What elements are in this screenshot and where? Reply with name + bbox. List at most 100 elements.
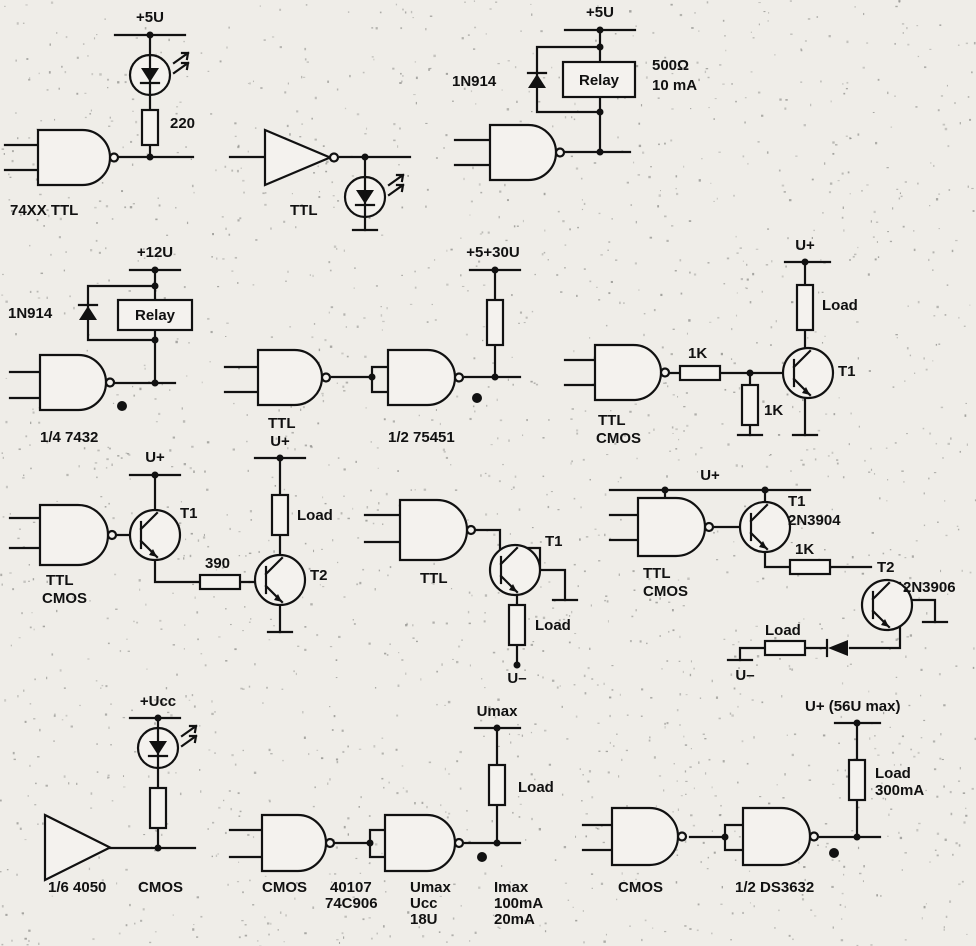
noise-speck bbox=[343, 313, 346, 316]
noise-speck bbox=[803, 618, 805, 620]
noise-speck bbox=[838, 742, 840, 745]
noise-speck bbox=[95, 239, 98, 242]
noise-speck bbox=[160, 51, 162, 54]
noise-speck bbox=[397, 684, 400, 687]
noise-speck bbox=[736, 252, 739, 254]
noise-speck bbox=[240, 687, 243, 690]
noise-speck bbox=[518, 816, 521, 818]
nand-gate-symbol bbox=[610, 806, 680, 867]
noise-speck bbox=[763, 11, 766, 13]
noise-speck bbox=[15, 59, 17, 62]
noise-speck bbox=[571, 408, 574, 410]
noise-speck bbox=[617, 97, 619, 100]
noise-speck bbox=[157, 197, 159, 199]
noise-speck bbox=[675, 448, 678, 450]
noise-speck bbox=[5, 913, 8, 916]
resistor-symbol bbox=[507, 603, 527, 647]
noise-speck bbox=[231, 169, 234, 172]
noise-speck bbox=[301, 123, 304, 125]
noise-speck bbox=[370, 489, 372, 492]
noise-speck bbox=[531, 527, 534, 529]
noise-speck bbox=[630, 204, 633, 207]
noise-speck bbox=[96, 282, 99, 284]
noise-speck bbox=[614, 442, 617, 445]
noise-speck bbox=[58, 236, 61, 239]
noise-speck bbox=[302, 596, 304, 599]
noise-speck bbox=[932, 251, 935, 254]
noise-speck bbox=[973, 41, 976, 45]
noise-speck bbox=[190, 532, 193, 535]
noise-speck bbox=[110, 744, 112, 746]
noise-speck bbox=[798, 621, 801, 624]
noise-speck bbox=[324, 502, 327, 505]
noise-speck bbox=[677, 579, 680, 581]
noise-speck bbox=[304, 626, 307, 628]
noise-speck bbox=[845, 775, 849, 778]
noise-speck bbox=[121, 190, 124, 193]
noise-speck bbox=[542, 475, 545, 478]
noise-speck bbox=[22, 913, 24, 916]
noise-speck bbox=[490, 444, 493, 446]
noise-speck bbox=[843, 865, 846, 868]
noise-speck bbox=[688, 319, 691, 322]
noise-speck bbox=[514, 66, 517, 69]
noise-speck bbox=[943, 928, 945, 931]
noise-speck bbox=[713, 531, 715, 534]
noise-speck bbox=[793, 733, 797, 736]
noise-speck bbox=[96, 771, 99, 773]
noise-speck bbox=[206, 488, 209, 491]
noise-speck bbox=[143, 834, 146, 836]
noise-speck bbox=[326, 160, 329, 163]
noise-speck bbox=[290, 405, 292, 408]
supply-label: +5U bbox=[586, 4, 614, 21]
noise-speck bbox=[824, 549, 826, 551]
noise-speck bbox=[122, 716, 126, 719]
noise-speck bbox=[383, 786, 385, 789]
noise-speck bbox=[244, 934, 248, 937]
noise-speck bbox=[941, 758, 944, 761]
noise-speck bbox=[556, 273, 559, 277]
noise-speck bbox=[684, 925, 687, 927]
noise-speck bbox=[899, 192, 902, 195]
noise-speck bbox=[947, 593, 949, 595]
noise-speck bbox=[352, 619, 355, 621]
noise-speck bbox=[146, 668, 148, 670]
noise-speck bbox=[605, 933, 608, 936]
inverter-bubble bbox=[465, 524, 477, 536]
noise-speck bbox=[805, 449, 809, 451]
noise-speck bbox=[815, 657, 818, 659]
spec-label: Ucc bbox=[410, 895, 438, 912]
noise-speck bbox=[181, 407, 183, 410]
noise-speck bbox=[788, 199, 792, 202]
junction-dot bbox=[151, 471, 159, 479]
relay-label: Relay bbox=[135, 307, 176, 324]
noise-speck bbox=[548, 581, 551, 583]
noise-speck bbox=[225, 608, 227, 610]
noise-speck bbox=[571, 116, 573, 119]
noise-speck bbox=[876, 241, 879, 243]
noise-speck bbox=[723, 638, 726, 640]
noise-speck bbox=[360, 796, 362, 799]
noise-speck bbox=[503, 708, 506, 710]
gate-caption: TTL bbox=[643, 565, 671, 582]
noise-speck bbox=[795, 155, 798, 157]
noise-speck bbox=[679, 693, 682, 696]
noise-speck bbox=[742, 155, 745, 158]
noise-speck bbox=[122, 146, 124, 149]
noise-speck bbox=[836, 462, 839, 465]
noise-speck bbox=[587, 666, 590, 670]
noise-speck bbox=[697, 903, 700, 906]
noise-speck bbox=[925, 789, 927, 792]
noise-speck bbox=[208, 749, 211, 751]
noise-speck bbox=[640, 104, 643, 107]
noise-speck bbox=[5, 485, 8, 489]
noise-speck bbox=[683, 405, 686, 408]
noise-speck bbox=[51, 653, 54, 656]
noise-speck bbox=[176, 338, 179, 340]
noise-speck bbox=[445, 72, 449, 75]
noise-speck bbox=[508, 733, 511, 735]
noise-speck bbox=[234, 122, 237, 125]
noise-speck bbox=[781, 361, 784, 365]
noise-speck bbox=[774, 927, 776, 929]
noise-speck bbox=[895, 692, 898, 695]
